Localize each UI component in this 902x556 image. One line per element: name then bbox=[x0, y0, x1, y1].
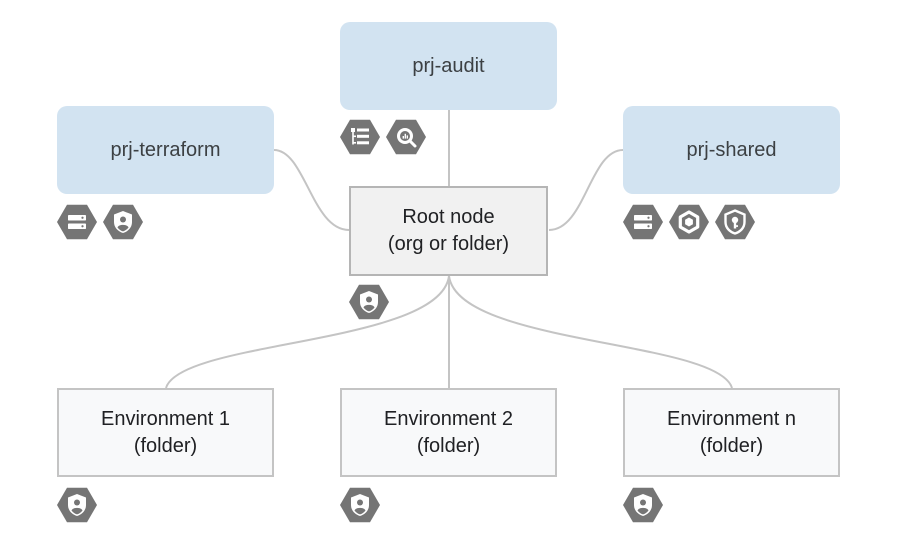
service-account-icon bbox=[340, 485, 380, 525]
connector-root-envn bbox=[448, 275, 733, 389]
node-prj-terraform: prj-terraform bbox=[57, 106, 274, 194]
cloud-build-icon bbox=[669, 202, 709, 242]
node-label: prj-terraform bbox=[110, 138, 221, 161]
node-label: Root node (org or folder) bbox=[387, 206, 510, 255]
storage-icon bbox=[623, 202, 663, 242]
node-label: Environment 1 (folder) bbox=[101, 407, 230, 457]
node-environment-2: Environment 2 (folder) bbox=[340, 388, 557, 477]
service-account-icon bbox=[57, 485, 97, 525]
connector-shared-root bbox=[548, 149, 624, 231]
node-environment-n: Environment n (folder) bbox=[623, 388, 840, 477]
service-account-icon bbox=[103, 202, 143, 242]
node-environment-1: Environment 1 (folder) bbox=[57, 388, 274, 477]
service-account-icon bbox=[623, 485, 663, 525]
connector-terraform-root bbox=[273, 149, 350, 231]
node-label: prj-audit bbox=[412, 54, 485, 77]
secret-manager-icon bbox=[715, 202, 755, 242]
storage-icon bbox=[57, 202, 97, 242]
node-label: prj-shared bbox=[686, 138, 777, 161]
node-label: Environment n (folder) bbox=[667, 407, 796, 457]
node-prj-shared: prj-shared bbox=[623, 106, 840, 194]
node-label: Environment 2 (folder) bbox=[384, 407, 513, 457]
connector-root-env1 bbox=[165, 275, 450, 389]
node-prj-audit: prj-audit bbox=[340, 22, 557, 110]
node-root: Root node (org or folder) bbox=[349, 186, 548, 276]
service-account-icon bbox=[349, 282, 389, 322]
bigquery-icon bbox=[386, 117, 426, 157]
logging-icon bbox=[340, 117, 380, 157]
